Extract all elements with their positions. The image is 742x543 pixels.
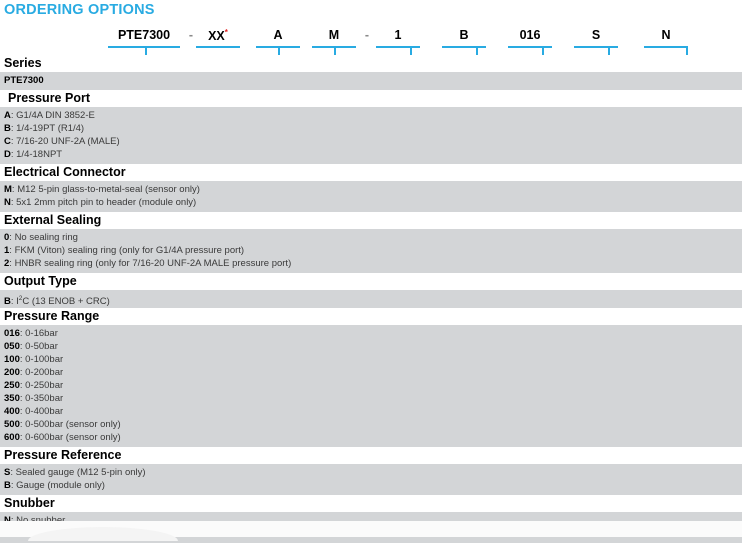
option-row: 350: 0-350bar xyxy=(4,393,64,404)
section-heading-series: Series xyxy=(0,55,742,72)
option-row: M: M12 5-pin glass-to-metal-seal (sensor… xyxy=(4,184,200,195)
option-row: D: 1/4-18NPT xyxy=(4,149,63,160)
section-heading-label: External Sealing xyxy=(4,213,102,227)
part-number-separator: - xyxy=(188,28,194,42)
option-row: 100: 0-100bar xyxy=(4,354,64,365)
option-row: C: 7/16-20 UNF-2A (MALE) xyxy=(4,136,120,147)
part-number-underline xyxy=(574,46,618,48)
option-row: PTE7300 xyxy=(4,75,44,86)
option-group: 016: 0-16bar 050: 0-50bar 100: 0-100bar 200… xyxy=(0,325,742,447)
section-heading-label: Output Type xyxy=(4,274,77,288)
option-group: PTE7300 xyxy=(0,72,742,90)
section-heading-snubber: Snubber xyxy=(0,495,742,512)
part-number-code: N xyxy=(661,28,671,42)
part-number-code: B xyxy=(459,28,469,42)
part-number-underline xyxy=(644,46,688,48)
section-heading-pressure-port: Pressure Port xyxy=(0,90,742,107)
option-row: 2: HNBR sealing ring (only for 7/16-20 U… xyxy=(4,258,292,269)
option-row: 500: 0-500bar (sensor only) xyxy=(4,419,121,430)
section-heading-label: Snubber xyxy=(4,496,55,510)
option-row: S: Sealed gauge (M12 5-pin only) xyxy=(4,467,146,478)
option-row: N: No snubber xyxy=(0,514,742,527)
part-number-code: PTE7300 xyxy=(117,28,171,42)
part-number-underline xyxy=(376,46,420,48)
option-row: 250: 0-250bar xyxy=(4,380,64,391)
section-heading-external-sealing: External Sealing xyxy=(0,212,742,229)
option-row: 016: 0-16bar xyxy=(4,328,58,339)
option-row: B: I2C (13 ENOB + CRC) xyxy=(4,295,110,308)
option-group: S: Sealed gauge (M12 5-pin only) B: Gauge… xyxy=(0,464,742,495)
part-number-code: 016 xyxy=(519,28,541,42)
option-group: M: M12 5-pin glass-to-metal-seal (sensor… xyxy=(0,181,742,212)
option-row: N: 5x1 2mm pitch pin to header (module o… xyxy=(4,197,197,208)
part-number-code: M xyxy=(328,28,340,42)
section-heading-label: Series xyxy=(4,56,42,70)
option-row: 050: 0-50bar xyxy=(4,341,58,352)
option-group: A: G1/4A DIN 3852-E B: 1/4-19PT (R1/4) C: … xyxy=(0,107,742,164)
section-heading-pressure-reference: Pressure Reference xyxy=(0,447,742,464)
part-number-underline xyxy=(108,46,180,48)
section-heading-label: Pressure Range xyxy=(4,309,100,323)
footer-watermark xyxy=(0,521,742,541)
part-number-code: 1 xyxy=(394,28,402,42)
option-row: B: Gauge (module only) xyxy=(4,480,105,491)
watermark-shape xyxy=(28,527,178,541)
section-heading-label: Electrical Connector xyxy=(4,165,126,179)
option-row: A: G1/4A DIN 3852-E xyxy=(4,110,95,121)
page-title: ORDERING OPTIONS xyxy=(4,2,155,18)
section-heading-label: Pressure Port xyxy=(8,91,90,105)
section-heading-pressure-range: Pressure Range xyxy=(0,308,742,325)
option-row: 600: 0-600bar (sensor only) xyxy=(4,432,121,443)
section-heading-electrical-connector: Electrical Connector xyxy=(0,164,742,181)
part-number-separator: - xyxy=(364,28,370,42)
option-row: 400: 0-400bar xyxy=(4,406,64,417)
option-group: B: I2C (13 ENOB + CRC) xyxy=(0,290,742,308)
option-group: 0: No sealing ring 1: FKM (Viton) sealing… xyxy=(0,229,742,273)
part-number-code: XX* xyxy=(208,28,228,44)
part-number-code: S xyxy=(591,28,601,42)
part-number-underline xyxy=(442,46,486,48)
option-row: B: 1/4-19PT (R1/4) xyxy=(4,123,85,134)
option-row: 0: No sealing ring xyxy=(4,232,78,243)
part-number-underline xyxy=(508,46,552,48)
part-number-code: A xyxy=(273,28,283,42)
section-heading-label: Pressure Reference xyxy=(4,448,122,462)
option-row: 1: FKM (Viton) sealing ring (only for G1… xyxy=(4,245,245,256)
part-number-underline xyxy=(196,46,240,48)
section-heading-output-type: Output Type xyxy=(0,273,742,290)
option-row: 200: 0-200bar xyxy=(4,367,64,378)
